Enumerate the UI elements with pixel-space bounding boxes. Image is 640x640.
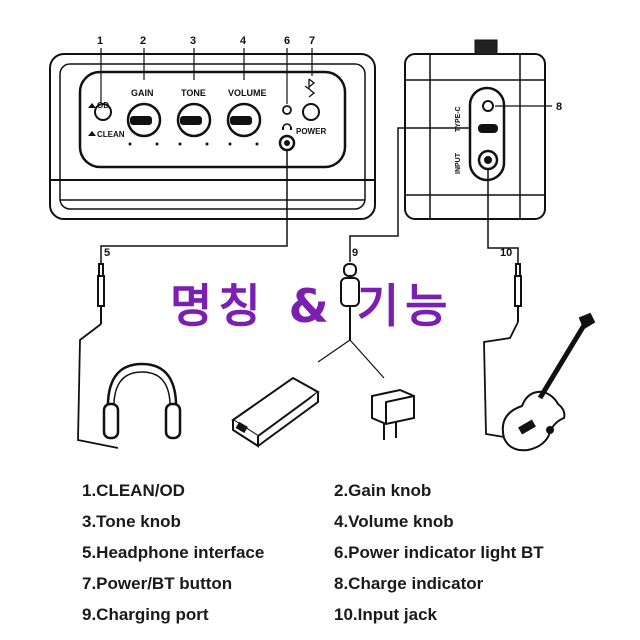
clean-od-switch[interactable]: OD CLEAN <box>88 101 125 139</box>
clean-label: CLEAN <box>97 130 125 139</box>
gain-label: GAIN <box>131 88 154 98</box>
legend-item-8: 8.Charge indicator <box>334 573 484 593</box>
gain-knob[interactable]: GAIN <box>126 88 162 146</box>
callout-7: 7 <box>309 35 315 47</box>
legend-item-9: 9.Charging port <box>82 604 209 624</box>
legend-item-2: 2.Gain knob <box>334 480 432 500</box>
legend-row: 3.Tone knob 4.Volume knob <box>82 506 622 537</box>
tone-label: TONE <box>181 88 206 98</box>
headphone-jack-icon <box>282 123 292 130</box>
callout-2: 2 <box>140 35 146 47</box>
volume-label: VOLUME <box>228 88 267 98</box>
callout-5: 5 <box>104 247 110 259</box>
headphones-icon <box>102 362 182 440</box>
headphone-connection: 5 <box>77 150 288 449</box>
charging-port[interactable] <box>478 124 498 133</box>
front-callouts: 1 2 3 4 6 7 <box>97 35 315 47</box>
legend-item-3: 3.Tone knob <box>82 511 181 531</box>
power-indicator-light <box>282 105 292 115</box>
legend: 1.CLEAN/OD 2.Gain knob 3.Tone knob 4.Vol… <box>82 475 622 630</box>
diagram-title: 명칭 & 기능 <box>170 279 454 333</box>
legend-row: 5.Headphone interface 6.Power indicator … <box>82 537 622 568</box>
amp-side-view <box>404 53 546 220</box>
electric-guitar-icon <box>501 312 596 452</box>
callout-4: 4 <box>240 35 247 47</box>
callout-8: 8 <box>556 101 562 113</box>
power-bank-icon <box>231 376 320 448</box>
legend-item-4: 4.Volume knob <box>334 511 454 531</box>
clean-triangle-icon <box>88 131 96 136</box>
callout-6: 6 <box>284 35 290 47</box>
callout-9: 9 <box>352 247 358 259</box>
bluetooth-icon <box>304 78 316 98</box>
type-c-label: TYPE-C <box>455 106 462 132</box>
callout-1: 1 <box>97 35 103 47</box>
legend-row: 9.Charging port 10.Input jack <box>82 599 622 630</box>
power-label: POWER <box>296 127 326 136</box>
front-leader-lines <box>100 48 313 104</box>
legend-item-1: 1.CLEAN/OD <box>82 480 185 500</box>
legend-row: 1.CLEAN/OD 2.Gain knob <box>82 475 622 506</box>
charge-indicator <box>482 100 494 112</box>
tone-knob[interactable]: TONE <box>176 88 212 146</box>
od-triangle-icon <box>88 103 96 108</box>
input-label: INPUT <box>455 152 462 174</box>
amp-front-view <box>49 53 376 220</box>
legend-item-10: 10.Input jack <box>334 604 437 624</box>
amp-top-knob <box>474 39 498 54</box>
legend-item-6: 6.Power indicator light BT <box>334 542 544 562</box>
legend-item-7: 7.Power/BT button <box>82 573 233 593</box>
volume-knob[interactable]: VOLUME <box>226 88 267 146</box>
charging-connection: 9 <box>349 127 470 262</box>
charger-plug-icon <box>371 388 415 440</box>
od-label: OD <box>97 101 109 110</box>
usb-c-cable-icon <box>317 263 385 379</box>
callout-10: 10 <box>500 247 512 259</box>
legend-item-5: 5.Headphone interface <box>82 542 265 562</box>
legend-row: 7.Power/BT button 8.Charge indicator <box>82 568 622 599</box>
callout-3: 3 <box>190 35 196 47</box>
power-bt-button[interactable]: POWER <box>296 78 326 136</box>
guitar-connection: 10 <box>483 169 522 439</box>
